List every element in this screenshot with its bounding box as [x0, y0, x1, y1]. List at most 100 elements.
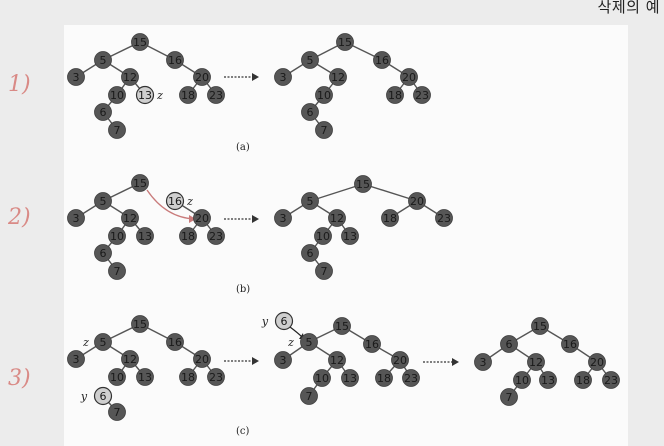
- node-key: 12: [123, 212, 137, 225]
- node-circle: [474, 353, 492, 371]
- page-title: 삭제의 예: [597, 0, 660, 16]
- node-circle: [300, 333, 318, 351]
- node-key: 10: [110, 230, 124, 243]
- tree-node: 13: [136, 368, 154, 386]
- node-circle: [108, 403, 126, 421]
- node-key: 18: [383, 212, 397, 225]
- tree-node: 7: [108, 121, 126, 139]
- node-key: 16: [168, 54, 182, 67]
- tree-node: 12: [121, 209, 139, 227]
- node-key: 5: [100, 195, 107, 208]
- node-circle: [500, 388, 518, 406]
- node-circle: [207, 227, 225, 245]
- tree-node: 5z: [287, 333, 318, 351]
- node-key: 6: [506, 338, 513, 351]
- node-key: 13: [343, 230, 357, 243]
- node-key: 20: [195, 353, 209, 366]
- tree-node: 12: [121, 350, 139, 368]
- transform-arrow: [224, 215, 259, 223]
- tree-node: 15: [131, 174, 149, 192]
- node-key: 20: [393, 354, 407, 367]
- tree-node: 18: [179, 227, 197, 245]
- node-key: 15: [356, 178, 370, 191]
- node-circle: [315, 121, 333, 139]
- tree-node: 23: [207, 86, 225, 104]
- node-circle: [67, 350, 85, 368]
- tree-node: 20: [193, 350, 211, 368]
- tree-edge: [309, 183, 364, 202]
- node-circle: [301, 103, 319, 121]
- node-circle: [300, 387, 318, 405]
- node-key: 12: [330, 212, 344, 225]
- node-circle: [513, 371, 531, 389]
- tree-node: 3: [274, 68, 292, 86]
- highlighted-node-circle: [274, 311, 294, 331]
- node-key: 23: [209, 230, 223, 243]
- tree-node: 15: [354, 175, 372, 193]
- tree-node: 16: [166, 333, 184, 351]
- node-key: 20: [402, 71, 416, 84]
- node-key: 5: [307, 54, 314, 67]
- node-key: 6: [100, 247, 107, 260]
- tree-node: 12: [328, 209, 346, 227]
- node-circle: [67, 209, 85, 227]
- node-circle: [531, 317, 549, 335]
- caption-b: (b): [236, 284, 251, 295]
- tree-node: 20: [408, 192, 426, 210]
- tree-node: 10: [108, 86, 126, 104]
- tree-node: 23: [435, 209, 453, 227]
- node-key: 10: [110, 371, 124, 384]
- tree-node: 23: [602, 371, 620, 389]
- node-key: 6: [100, 106, 107, 119]
- tree-node: 3: [67, 68, 85, 86]
- tree-node: 23: [207, 368, 225, 386]
- tree-node: 6: [301, 244, 319, 262]
- node-circle: [400, 68, 418, 86]
- tree-node: 16: [373, 51, 391, 69]
- node-circle: [341, 369, 359, 387]
- node-key: 3: [280, 212, 287, 225]
- node-circle: [108, 262, 126, 280]
- node-circle: [375, 369, 393, 387]
- node-circle: [333, 317, 351, 335]
- tree-node: 6y: [261, 311, 294, 331]
- node-variable-label: y: [261, 315, 269, 328]
- tree-node: 20: [391, 351, 409, 369]
- node-key: 5: [100, 54, 107, 67]
- node-circle: [391, 351, 409, 369]
- tree-node: 10: [313, 369, 331, 387]
- node-circle: [193, 68, 211, 86]
- tree-node: 3: [474, 353, 492, 371]
- tree-node: 18: [179, 86, 197, 104]
- node-circle: [408, 192, 426, 210]
- node-circle: [301, 244, 319, 262]
- node-circle: [121, 68, 139, 86]
- node-circle: [274, 351, 292, 369]
- node-key: 13: [138, 371, 152, 384]
- node-key: 18: [388, 89, 402, 102]
- tree-node: 13: [341, 369, 359, 387]
- tree-node: 3: [67, 209, 85, 227]
- node-key: 23: [209, 371, 223, 384]
- node-circle: [94, 192, 112, 210]
- tree-node: 12: [329, 68, 347, 86]
- tree-node: 18: [179, 368, 197, 386]
- tree-node: 13 z: [135, 85, 163, 105]
- node-key: 7: [114, 406, 121, 419]
- node-circle: [402, 369, 420, 387]
- node-key: 12: [330, 354, 344, 367]
- node-circle: [354, 175, 372, 193]
- node-key: 16: [168, 195, 182, 208]
- node-circle: [193, 209, 211, 227]
- node-key: 7: [506, 391, 513, 404]
- node-circle: [435, 209, 453, 227]
- node-key: 7: [114, 265, 121, 278]
- tree-node: 18: [574, 371, 592, 389]
- node-variable-label: z: [156, 89, 163, 102]
- node-key: 15: [338, 36, 352, 49]
- node-key: 15: [133, 177, 147, 190]
- node-key: 13: [138, 89, 152, 102]
- node-circle: [329, 68, 347, 86]
